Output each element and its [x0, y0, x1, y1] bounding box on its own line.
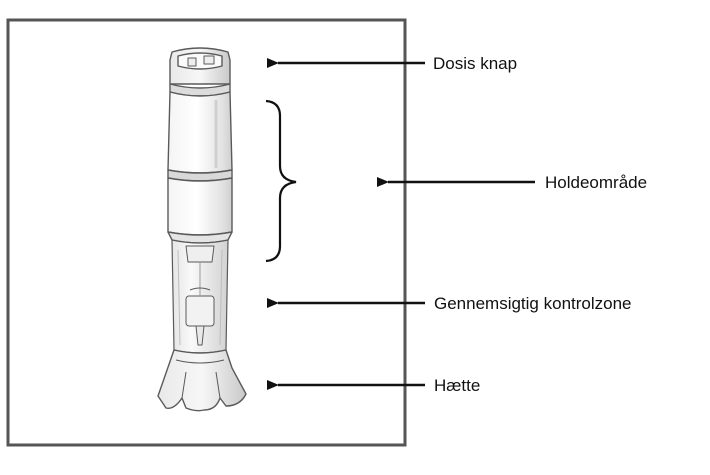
grip-area-bracket — [265, 99, 297, 263]
injection-pen — [157, 47, 247, 412]
cap-label: Hætte — [434, 376, 480, 395]
cap-part — [157, 349, 247, 412]
control-zone-part — [171, 239, 229, 354]
dose-button-part — [169, 47, 231, 97]
grip-area-part — [167, 91, 233, 244]
grip-area-label: Holdeområde — [545, 173, 647, 192]
control-zone-label: Gennemsigtig kontrolzone — [434, 294, 632, 313]
dose-button-label: Dosis knap — [433, 54, 517, 73]
